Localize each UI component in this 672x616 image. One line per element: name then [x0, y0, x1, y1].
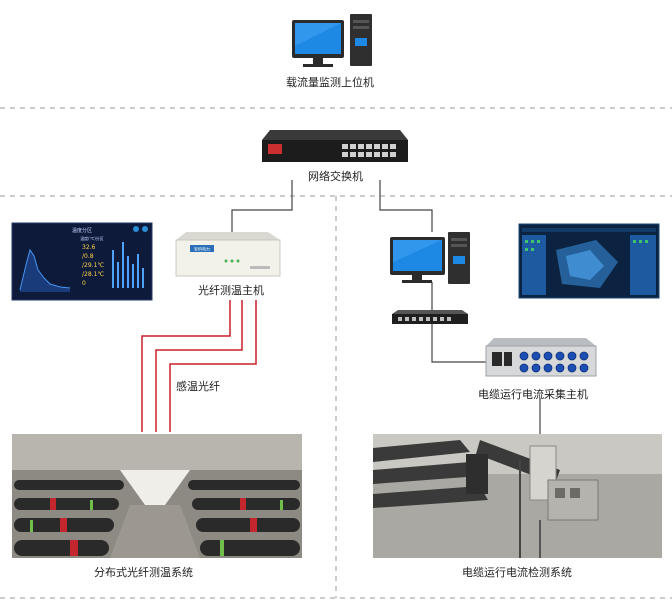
- screen-reading-5: 0: [82, 280, 86, 287]
- network-switch-icon: [262, 130, 408, 162]
- current-host-label: 电缆运行电流采集主机: [478, 388, 588, 401]
- network-connectors: [231, 180, 541, 450]
- screen-title: 温度分区: [72, 227, 92, 234]
- switch-label: 网络交换机: [308, 170, 363, 183]
- current-system-label: 电缆运行电流检测系统: [462, 566, 572, 579]
- current-monitor-pc-icon: [390, 232, 470, 284]
- connector-switch-to-right-pc: [379, 180, 433, 232]
- connector-switch-to-fiber-host: [231, 180, 293, 232]
- fiber-host-brand: 安科电力: [194, 246, 210, 252]
- fiber-temperature-host-icon: 安科电力: [175, 232, 281, 277]
- sensing-fiber-1: [141, 300, 231, 432]
- dts-system-label: 分布式光纤测温系统: [94, 566, 193, 579]
- screen-reading-4: /28.1℃: [82, 271, 104, 278]
- small-network-hub-icon: [392, 310, 468, 324]
- cable-current-sensor-photo: [373, 434, 662, 558]
- sensing-fiber-label: 感温光纤: [176, 380, 220, 393]
- sensing-fiber-2: [155, 300, 243, 432]
- screen-reading-3: /29.1℃: [82, 262, 104, 269]
- screen-reading-1: 32.6: [82, 244, 96, 251]
- temperature-dashboard-screen: 温度分区 温度(℃)分区 32.6 /0.8 /29.1℃ /28.1℃ 0: [11, 222, 153, 301]
- cable-tunnel-photo: [12, 434, 302, 558]
- screen-reading-2: /0.8: [82, 253, 94, 260]
- screen-bar-chart: [112, 242, 144, 288]
- monitor-pc-label: 载流量监测上位机: [286, 76, 374, 89]
- section-dividers: [0, 107, 672, 599]
- monitor-pc-icon: [292, 14, 372, 67]
- sensing-fiber-lines: [141, 300, 257, 432]
- sensing-fiber-3: [169, 300, 257, 432]
- screen-subtitle: 温度(℃)分区: [80, 235, 104, 241]
- fiber-host-label: 光纤测温主机: [198, 284, 264, 297]
- connector-hub-to-current-host: [431, 324, 488, 363]
- current-dashboard-screen: [518, 223, 660, 299]
- current-acquisition-host-icon: [485, 338, 597, 377]
